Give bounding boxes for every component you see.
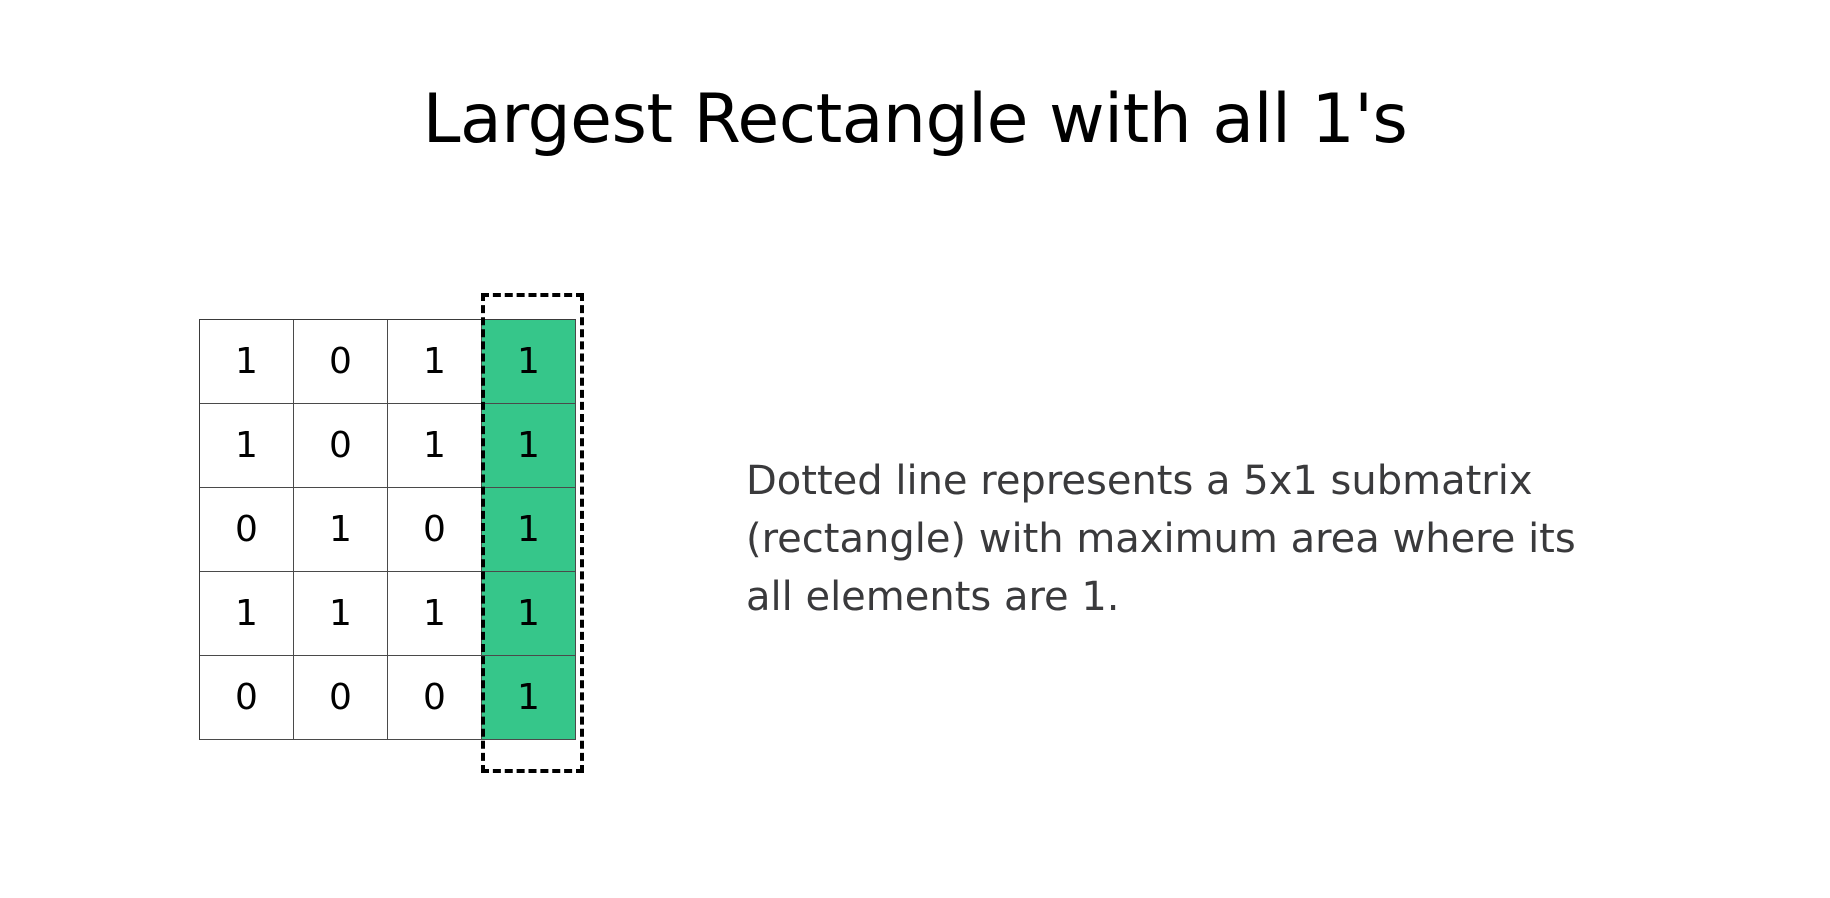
matrix-cell: 0 xyxy=(388,488,482,572)
matrix-cell: 0 xyxy=(294,320,388,404)
matrix-cell: 0 xyxy=(294,404,388,488)
matrix-cell-highlighted: 1 xyxy=(482,320,576,404)
matrix-cell-highlighted: 1 xyxy=(482,656,576,740)
matrix-cell: 1 xyxy=(388,404,482,488)
matrix-cell-highlighted: 1 xyxy=(482,488,576,572)
matrix-cell: 0 xyxy=(200,656,294,740)
matrix-cell-highlighted: 1 xyxy=(482,404,576,488)
binary-matrix: 1 0 1 1 1 0 1 1 0 1 0 1 1 1 1 1 0 0 0 1 xyxy=(199,319,576,740)
diagram-title: Largest Rectangle with all 1's xyxy=(422,80,1408,159)
matrix-cell: 0 xyxy=(294,656,388,740)
matrix-cell-highlighted: 1 xyxy=(482,572,576,656)
matrix-cell: 1 xyxy=(200,572,294,656)
matrix-cell: 1 xyxy=(294,488,388,572)
description-line: all elements are 1. xyxy=(746,574,1120,620)
description-line: Dotted line represents a 5x1 submatrix xyxy=(746,458,1533,504)
matrix-cell: 1 xyxy=(388,320,482,404)
matrix-cell: 1 xyxy=(388,572,482,656)
description-line: (rectangle) with maximum area where its xyxy=(746,516,1576,562)
matrix-cell: 1 xyxy=(294,572,388,656)
matrix-cell: 0 xyxy=(200,488,294,572)
matrix-cell: 0 xyxy=(388,656,482,740)
description-text: Dotted line represents a 5x1 submatrix (… xyxy=(746,452,1806,626)
matrix-cell: 1 xyxy=(200,320,294,404)
matrix-cell: 1 xyxy=(200,404,294,488)
